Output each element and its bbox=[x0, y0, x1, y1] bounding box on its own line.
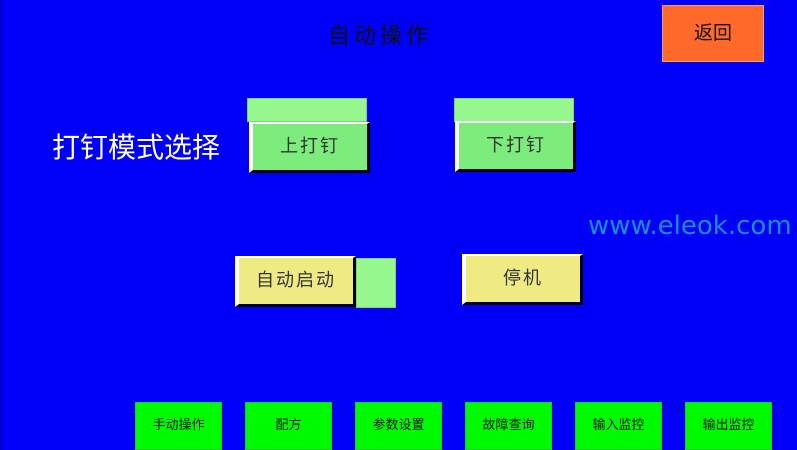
nav-parameter-settings[interactable]: 参数设置 bbox=[355, 402, 442, 450]
auto-start-button[interactable]: 自动启动 bbox=[235, 256, 356, 307]
lower-nail-indicator bbox=[454, 98, 574, 122]
nav-output-monitor[interactable]: 输出监控 bbox=[685, 402, 772, 450]
upper-nail-button[interactable]: 上打钉 bbox=[249, 122, 370, 173]
nail-mode-label: 打钉模式选择 bbox=[52, 131, 221, 164]
nav-recipe[interactable]: 配方 bbox=[245, 402, 332, 450]
page-title: 自动操作 bbox=[327, 24, 432, 49]
watermark-text: www.eleok.com bbox=[588, 211, 792, 241]
stop-button[interactable]: 停机 bbox=[462, 254, 583, 305]
auto-run-indicator bbox=[356, 258, 396, 308]
left-border bbox=[0, 0, 2, 450]
nav-fault-query[interactable]: 故障查询 bbox=[465, 402, 552, 450]
nav-manual-operation[interactable]: 手动操作 bbox=[135, 402, 222, 450]
nav-input-monitor[interactable]: 输入监控 bbox=[575, 402, 662, 450]
back-button[interactable]: 返回 bbox=[662, 5, 764, 62]
upper-nail-indicator bbox=[247, 98, 367, 122]
lower-nail-button[interactable]: 下打钉 bbox=[455, 121, 576, 172]
